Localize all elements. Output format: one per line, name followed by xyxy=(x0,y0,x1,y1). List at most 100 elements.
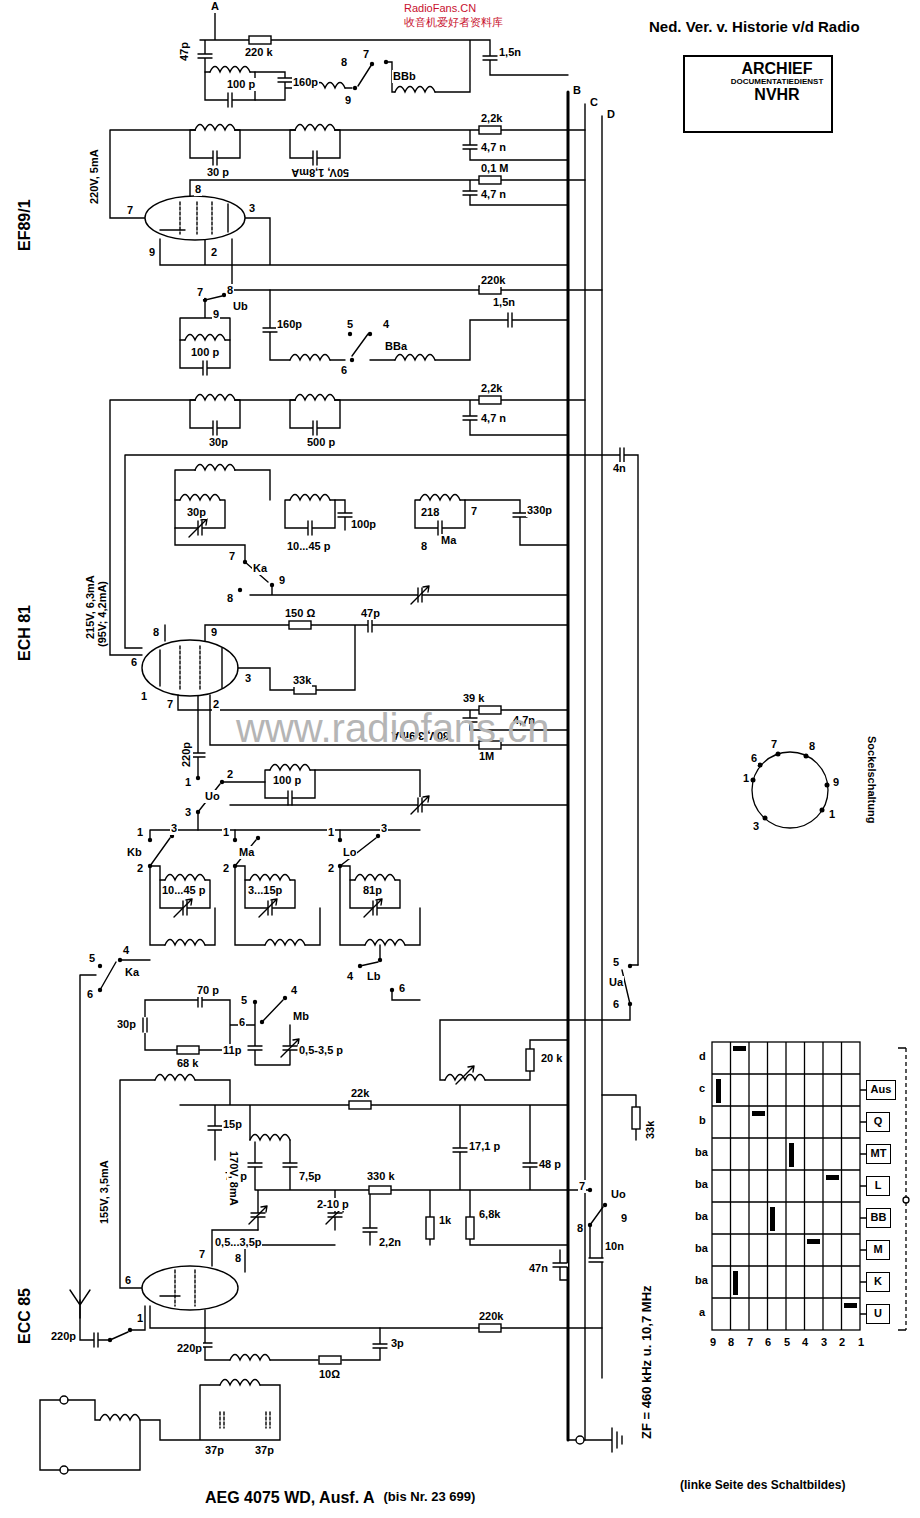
component-label: 1 xyxy=(222,826,230,839)
component-label: 8 xyxy=(226,284,234,297)
component-label: 155V, 3,5mA xyxy=(98,1159,111,1225)
stamp-text: DOCUMENTATIEDIENST xyxy=(727,78,827,87)
component-label: Uo xyxy=(204,790,221,803)
component-label: 6 xyxy=(86,988,94,1001)
component-label: 5 xyxy=(612,956,620,969)
switch-position-box: M xyxy=(866,1240,890,1260)
component-label: c xyxy=(698,1082,706,1095)
component-label: 5 xyxy=(783,1336,791,1349)
component-label: Lo xyxy=(342,846,357,859)
component-label: 9 xyxy=(344,94,352,107)
component-label: 330p xyxy=(526,504,553,517)
watermark-text: 收音机爱好者资料库 xyxy=(403,16,504,29)
component-label: 81p xyxy=(362,884,383,897)
component-label: 10...45 p xyxy=(286,540,331,553)
archive-note: Ned. Ver. v. Historie v/d Radio xyxy=(648,18,861,35)
component-label: 218 xyxy=(420,506,440,519)
component-label: 5 xyxy=(88,952,96,965)
component-label: 2 xyxy=(136,862,144,875)
component-label: D xyxy=(606,108,616,121)
component-label: BBa xyxy=(384,340,408,353)
component-label: 1 xyxy=(742,772,750,785)
component-label: 30p xyxy=(116,1018,137,1031)
component-label: 4 xyxy=(122,944,130,957)
component-label: Lb xyxy=(366,970,381,983)
component-label: ba xyxy=(694,1146,709,1159)
component-label: 7 xyxy=(470,505,478,518)
component-label: Ub xyxy=(232,300,249,313)
position-label: U xyxy=(870,1306,886,1321)
component-label: 6 xyxy=(238,1016,246,1029)
component-label: 5 xyxy=(346,318,354,331)
component-label: 39 k xyxy=(462,692,485,705)
component-label: 15p xyxy=(222,1118,243,1131)
component-label: 100 p xyxy=(226,78,256,91)
component-label: 50V, 1,8mA xyxy=(290,166,350,179)
component-label: 1k xyxy=(438,1214,452,1227)
component-label: ba xyxy=(694,1178,709,1191)
component-label: 160p xyxy=(276,318,303,331)
component-label: ba xyxy=(694,1210,709,1223)
switch-position-box: U xyxy=(866,1304,890,1324)
component-label: d xyxy=(698,1050,707,1063)
component-label: 6 xyxy=(750,752,758,765)
component-label: Ua xyxy=(608,976,624,989)
watermark-text: RadioFans.CN xyxy=(403,2,477,15)
component-label: Uo xyxy=(610,1188,627,1201)
component-label: 1 xyxy=(136,1312,144,1325)
component-label: 48 p xyxy=(538,1158,562,1171)
component-label: Kb xyxy=(126,846,143,859)
component-label: 150 Ω xyxy=(284,607,316,620)
stamp-text: NVHR xyxy=(727,86,827,104)
component-label: 220p xyxy=(180,741,193,768)
component-label: 47p xyxy=(360,607,381,620)
component-label: 3...15p xyxy=(247,884,283,897)
switch-table xyxy=(712,1042,909,1330)
component-label: 20 k xyxy=(540,1052,563,1065)
component-label: 2 xyxy=(222,862,230,875)
component-label: 4 xyxy=(346,970,354,983)
component-label: 4,7 n xyxy=(480,141,507,154)
component-label: Ka xyxy=(124,966,140,979)
component-label: 11p xyxy=(222,1044,242,1057)
component-label: 330 k xyxy=(366,1170,396,1183)
stamp-text: ARCHIEF xyxy=(727,60,827,78)
component-label: Ma xyxy=(440,534,457,547)
component-label: 0,5-3,5 p xyxy=(298,1044,344,1057)
component-label: B xyxy=(572,84,582,97)
component-label: 220V, 5mA xyxy=(88,148,101,205)
component-label: 215V, 6,3mA xyxy=(84,574,97,640)
component-label: 9 xyxy=(278,574,286,587)
archive-stamp: ARCHIEFDOCUMENTATIEDIENSTNVHR xyxy=(683,55,833,133)
component-label: C xyxy=(589,96,599,109)
component-label: 47n xyxy=(528,1262,549,1275)
component-label: 6 xyxy=(612,998,620,1011)
component-label: 4n xyxy=(612,462,627,475)
component-label: 220k xyxy=(480,274,506,287)
component-label: 2 xyxy=(212,698,220,711)
switch-position-box: BB xyxy=(866,1208,891,1228)
component-label: 100 p xyxy=(190,346,220,359)
component-label: 17,1 p xyxy=(468,1140,501,1153)
component-label: 3 xyxy=(170,822,178,835)
component-label: 68 k xyxy=(176,1057,199,1070)
component-label: 30 p xyxy=(206,166,230,179)
component-label: 9 xyxy=(212,308,220,321)
component-label: 160p xyxy=(292,76,319,89)
position-label: M xyxy=(870,1242,886,1257)
component-label: 7 xyxy=(770,738,778,751)
component-label: 2 xyxy=(838,1336,846,1349)
component-label: 220p xyxy=(50,1330,77,1343)
component-label: Ka xyxy=(252,562,268,575)
component-label: 9 xyxy=(832,776,840,789)
component-label: 10Ω xyxy=(318,1368,341,1381)
component-label: 8 xyxy=(234,1252,242,1265)
position-label: Q xyxy=(870,1114,886,1129)
component-label: 8 xyxy=(727,1336,735,1349)
diagram-caption: (linke Seite des Schaltbildes) xyxy=(680,1478,845,1492)
component-label: (bis Nr. 23 699) xyxy=(383,1490,477,1505)
switch-position-box: Q xyxy=(866,1112,890,1132)
component-label: 2 xyxy=(226,768,234,781)
